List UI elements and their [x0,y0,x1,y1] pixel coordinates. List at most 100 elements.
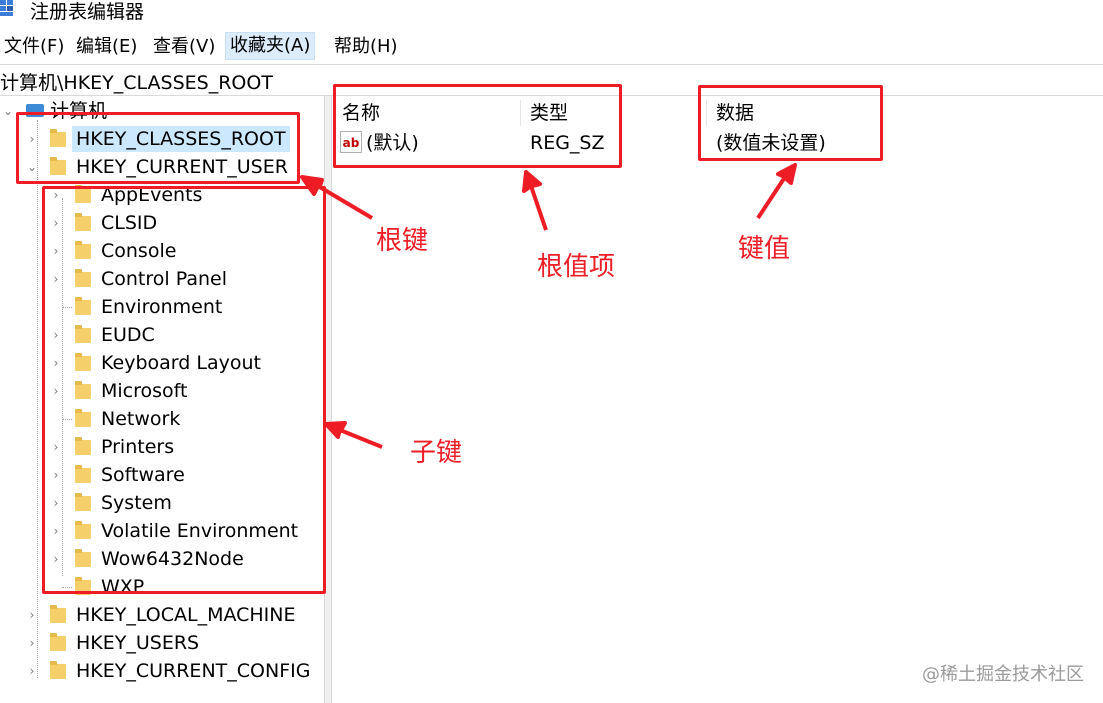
menu-file[interactable]: 文件(F) [4,36,65,57]
menu-favorites[interactable]: 收藏夹(A) [225,32,316,60]
column-separator[interactable] [520,100,521,126]
folder-icon [75,493,91,511]
tree-item-label: Printers [101,436,175,458]
chevron-right-icon[interactable]: › [53,468,59,482]
tree-item-label: EUDC [101,324,155,346]
tree-item-label: HKEY_LOCAL_MACHINE [76,604,296,626]
title-bar: 注册表编辑器 [0,0,1103,26]
tree-item-label: Network [101,408,181,430]
folder-icon [50,605,66,623]
tree-item-hkey-current-user[interactable]: ⌄ HKEY_CURRENT_USER [0,154,320,180]
tree-guide-line [62,587,72,588]
chevron-right-icon[interactable]: › [53,524,59,538]
chevron-right-icon[interactable]: › [29,132,35,146]
chevron-right-icon[interactable]: › [53,496,59,510]
folder-icon [75,353,91,371]
tree-item-subkey[interactable]: › Wow6432Node [0,546,320,572]
folder-icon [75,297,91,315]
annotation-label-root-key: 根键 [376,226,429,256]
tree-item-subkey[interactable]: ›Software [0,462,320,488]
chevron-right-icon[interactable]: › [53,244,59,258]
tree-guide-line [37,120,38,678]
tree-item-label: Microsoft [101,380,188,402]
tree-item-label: HKEY_CLASSES_ROOT [72,126,290,152]
tree-item-label: CLSID [101,212,158,234]
tree-item-label: HKEY_CURRENT_CONFIG [76,660,311,682]
annotation-box-name-type [333,84,622,168]
tree-item-label: Wow6432Node [101,548,244,570]
tree-item-hkey-users[interactable]: › HKEY_USERS [0,630,320,656]
folder-icon [50,157,66,175]
chevron-right-icon[interactable]: › [53,384,59,398]
column-header-name[interactable]: 名称 [342,102,381,124]
chevron-right-icon[interactable]: › [53,216,59,230]
tree-item-hkey-local-machine[interactable]: › HKEY_LOCAL_MACHINE [0,602,320,628]
chevron-right-icon[interactable]: › [53,440,59,454]
string-value-icon: ab [340,131,362,153]
regedit-app-icon [0,0,13,16]
tree-item-subkey[interactable]: › AppEvents [0,182,320,208]
value-list: 名称 类型 数据 ab (默认) REG_SZ (数值未设置) [332,96,1103,703]
chevron-down-icon[interactable]: ⌄ [2,104,14,118]
annotation-box-data [698,85,883,161]
tree-item-subkey[interactable]: Environment [0,294,320,320]
chevron-right-icon[interactable]: › [53,328,59,342]
tree-item-subkey[interactable]: › Keyboard Layout [0,350,320,376]
folder-icon [75,549,91,567]
tree-item-subkey[interactable]: › System [0,490,320,516]
tree-item-label: AppEvents [101,184,203,206]
tree-item-subkey[interactable]: › EUDC [0,322,320,348]
menu-edit[interactable]: 编辑(E) [76,36,138,57]
chevron-right-icon[interactable]: › [29,636,35,650]
annotation-label-subkey: 子键 [410,438,463,468]
address-bar[interactable]: 计算机\HKEY_CLASSES_ROOT [0,64,1103,96]
folder-icon [75,269,91,287]
chevron-right-icon[interactable]: › [53,356,59,370]
tree-item-subkey[interactable]: › Volatile Environment [0,518,320,544]
value-name: (默认) [366,132,419,154]
chevron-down-icon[interactable]: ⌄ [26,160,38,174]
chevron-right-icon[interactable]: › [29,664,35,678]
tree-item-subkey[interactable]: Network [0,406,320,432]
menu-help[interactable]: 帮助(H) [334,36,398,57]
column-header-type[interactable]: 类型 [530,102,569,124]
annotation-box-root-keys [16,112,300,184]
column-header-data[interactable]: 数据 [716,102,755,124]
annotation-label-root-value-item: 根值项 [537,252,616,282]
folder-icon [50,129,66,147]
annotation-box-subkeys [42,186,326,594]
tree-item-subkey[interactable]: › CLSID [0,210,320,236]
tree-item-label: Console [101,240,177,262]
tree-item-hkey-classes-root[interactable]: › HKEY_CLASSES_ROOT [0,126,320,152]
address-path[interactable]: 计算机\HKEY_CLASSES_ROOT [0,72,273,94]
tree-item-label: Control Panel [101,268,227,290]
chevron-right-icon[interactable]: › [53,188,59,202]
tree-item-subkey[interactable]: › Control Panel [0,266,320,292]
tree-item-label: Volatile Environment [101,520,299,542]
menu-view[interactable]: 查看(V) [153,36,216,57]
value-data: (数值未设置) [716,132,826,154]
folder-icon [50,661,66,679]
tree-item-label: Keyboard Layout [101,352,261,374]
value-type: REG_SZ [530,132,605,154]
registry-tree: ⌄ 计算机 › HKEY_CLASSES_ROOT ⌄ HKEY_CURRENT… [0,96,324,703]
column-separator[interactable] [706,100,707,126]
tree-item-subkey[interactable]: › Console [0,238,320,264]
window-title: 注册表编辑器 [30,1,145,23]
folder-icon [50,633,66,651]
chevron-right-icon[interactable]: › [29,608,35,622]
chevron-right-icon[interactable]: › [53,552,59,566]
annotation-label-key-value: 键值 [738,234,791,264]
folder-icon [75,325,91,343]
chevron-right-icon[interactable]: › [53,272,59,286]
folder-icon [75,381,91,399]
tree-item-label: System [101,492,172,514]
menu-bar: 文件(F) 编辑(E) 查看(V) 收藏夹(A) 帮助(H) [0,32,1103,62]
folder-icon [75,409,91,427]
tree-item-hkey-current-config[interactable]: › HKEY_CURRENT_CONFIG [0,658,320,684]
tree-item-label: HKEY_CURRENT_USER [76,156,288,178]
tree-item-subkey[interactable]: › Printers [0,434,320,460]
folder-icon [75,521,91,539]
tree-item-subkey[interactable]: › Microsoft [0,378,320,404]
folder-icon [75,465,91,483]
